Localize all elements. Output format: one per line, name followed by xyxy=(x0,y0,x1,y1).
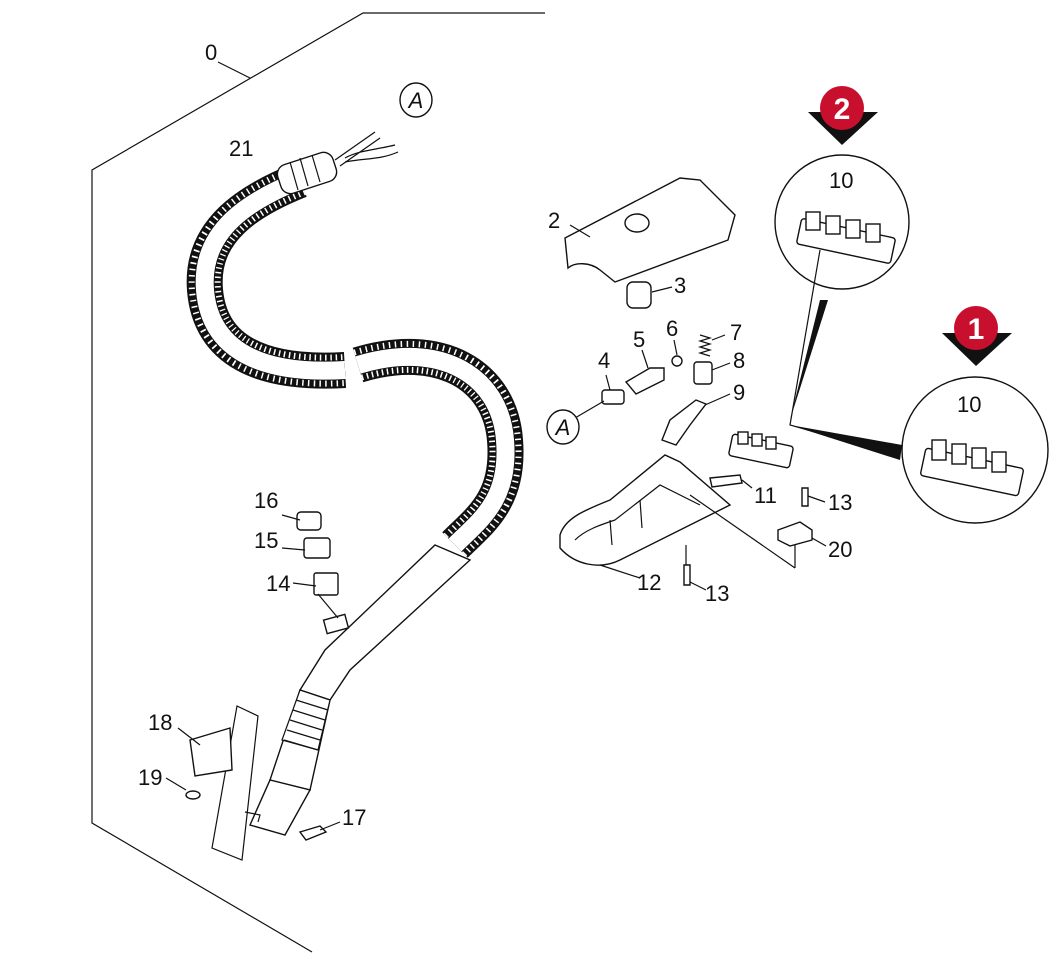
part-13-screw-upper xyxy=(801,487,809,507)
connector-letter: A xyxy=(554,415,571,440)
part-11-shape xyxy=(709,474,743,488)
variant-detail-2 xyxy=(774,154,910,456)
label-part-8: 8 xyxy=(733,348,745,373)
label-part-21: 21 xyxy=(229,136,253,161)
label-part-18: 18 xyxy=(148,710,172,735)
connector-marker-bottom: A xyxy=(546,409,580,445)
part-2-hole xyxy=(624,213,650,233)
label-part-20: 20 xyxy=(828,537,852,562)
variant-detail-1 xyxy=(790,376,1049,524)
part-13-screw-lower xyxy=(683,564,691,586)
part-12-shape xyxy=(559,454,732,566)
label-part-19: 19 xyxy=(138,765,162,790)
part-2-shape xyxy=(564,177,736,283)
part-19-shape xyxy=(185,790,201,800)
part-8-shape xyxy=(693,361,713,385)
part-3-shape xyxy=(626,281,652,309)
part-20-shape xyxy=(777,521,813,547)
label-part-13-upper: 13 xyxy=(828,490,852,515)
connector-marker-top: A xyxy=(399,82,433,118)
part-17-shape xyxy=(298,825,328,841)
label-part-17: 17 xyxy=(342,805,366,830)
connector-letter: A xyxy=(407,88,424,113)
label-part-7: 7 xyxy=(730,320,742,345)
part-labels: 0 21 2 3 4 5 6 7 8 9 10 10 11 12 13 13 1… xyxy=(138,40,981,830)
handle-shell-parts xyxy=(559,177,827,591)
part-4-shape xyxy=(601,389,625,405)
label-part-10-variant-1: 10 xyxy=(957,392,981,417)
variant-badge-1: 1 xyxy=(942,306,1012,366)
label-part-3: 3 xyxy=(674,273,686,298)
part-10-terminal-small xyxy=(728,431,794,469)
part-9-shape xyxy=(661,399,708,446)
part-18-shape xyxy=(189,727,233,777)
part-14-shape xyxy=(313,572,339,596)
part-7-shape xyxy=(697,334,713,357)
hose-assembly xyxy=(186,131,524,558)
handle-tube xyxy=(211,544,472,861)
badge-number: 1 xyxy=(968,313,985,346)
label-part-16: 16 xyxy=(254,488,278,513)
part-15-shape xyxy=(303,537,331,559)
label-part-14: 14 xyxy=(266,571,290,596)
label-part-2: 2 xyxy=(548,208,560,233)
badge-number: 2 xyxy=(834,93,851,126)
part-6-shape xyxy=(671,355,683,367)
label-part-5: 5 xyxy=(633,327,645,352)
variant-badge-2: 2 xyxy=(808,86,878,145)
label-part-10-variant-2: 10 xyxy=(829,168,853,193)
part-5-shape xyxy=(624,367,665,395)
label-part-6: 6 xyxy=(666,316,678,341)
label-part-15: 15 xyxy=(254,528,278,553)
left-small-parts xyxy=(165,511,341,841)
part-16-shape xyxy=(296,511,322,531)
label-part-4: 4 xyxy=(598,348,610,373)
label-part-12: 12 xyxy=(637,570,661,595)
assembly-frame xyxy=(91,12,545,953)
label-part-0: 0 xyxy=(205,40,217,65)
label-part-13-lower: 13 xyxy=(705,581,729,606)
label-part-9: 9 xyxy=(733,380,745,405)
label-part-11: 11 xyxy=(754,483,777,508)
